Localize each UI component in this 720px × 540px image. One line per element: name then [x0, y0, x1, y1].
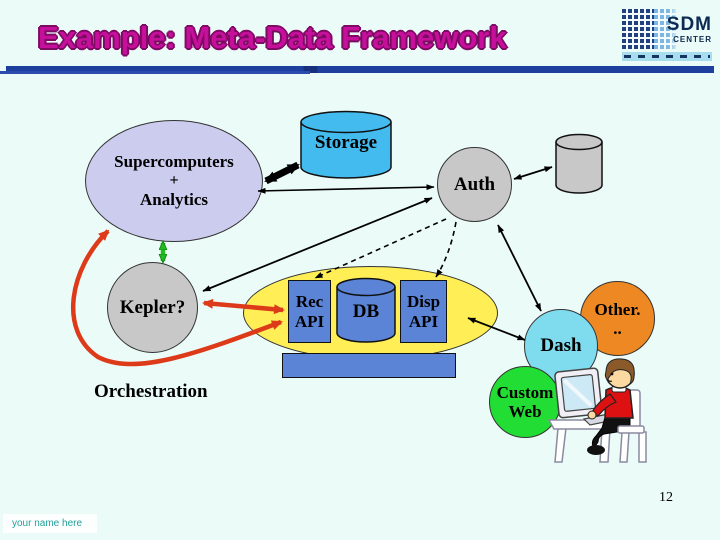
other-label-line2: ..: [613, 318, 622, 338]
other-label-line1: Other.: [594, 299, 641, 319]
author-name-box: your name here: [3, 514, 97, 533]
sdm-center-logo: SDM CENTER: [622, 9, 712, 67]
arrow-kepler-auth: [202, 197, 433, 292]
auth-circle: Auth: [437, 147, 512, 222]
arrow-auth-dispapi-dashed: [435, 221, 457, 278]
disp-api-label-line1: Disp: [406, 291, 441, 311]
title-divider: [6, 66, 714, 73]
person-at-computer-clipart: [547, 358, 647, 463]
logo-grid-dark: [622, 9, 654, 49]
secondary-storage-cylinder-shape: [555, 133, 603, 194]
rec-api-label-line1: Rec: [295, 291, 324, 311]
logo-grid-light: [654, 9, 680, 49]
supercomputers-label-line3: Analytics: [140, 190, 208, 209]
secondary-storage-cylinder: [555, 133, 603, 194]
arrow-auth-cylinder: [513, 166, 553, 180]
arrow-supercomputers-storage: [264, 161, 300, 185]
arrow-kepler-recapi-red: [202, 298, 285, 315]
logo-bar: [622, 52, 712, 61]
custom-web-label-line2: Web: [508, 402, 542, 421]
logo-bar-dashes: [624, 55, 710, 58]
author-name: your name here: [12, 518, 83, 529]
arrow-orchestration-red-curve: [71, 229, 283, 367]
supercomputers-label-line2: +: [169, 172, 179, 189]
page-number: 12: [659, 490, 673, 505]
title-divider-accent: [0, 71, 310, 74]
logo-text: SDM: [666, 14, 712, 35]
supercomputers-label-line1: Supercomputers: [114, 152, 234, 171]
db-label: DB: [352, 301, 380, 322]
disp-api-label-line2: API: [408, 311, 439, 331]
storage-cylinder: Storage: [300, 110, 392, 180]
arrow-dispapi-dash: [467, 317, 526, 341]
logo-subtitle: CENTER: [673, 35, 712, 44]
arrow-auth-recapi-dashed: [314, 218, 447, 279]
metadata-services-bar: [282, 353, 456, 378]
arrow-auth-dash: [497, 224, 542, 312]
custom-web-circle: Custom Web: [489, 366, 561, 438]
orchestration-label: Orchestration: [94, 381, 208, 402]
custom-web-label-line1: Custom: [496, 383, 554, 402]
auth-label: Auth: [453, 173, 496, 195]
dash-label: Dash: [540, 335, 582, 356]
storage-label: Storage: [314, 132, 378, 153]
rec-api-label-line2: API: [294, 311, 325, 331]
slide-title: Example: Meta-Data Framework: [38, 20, 507, 55]
arrow-supercomputers-auth: [257, 184, 435, 194]
storage-cylinder-shape: [300, 110, 392, 179]
